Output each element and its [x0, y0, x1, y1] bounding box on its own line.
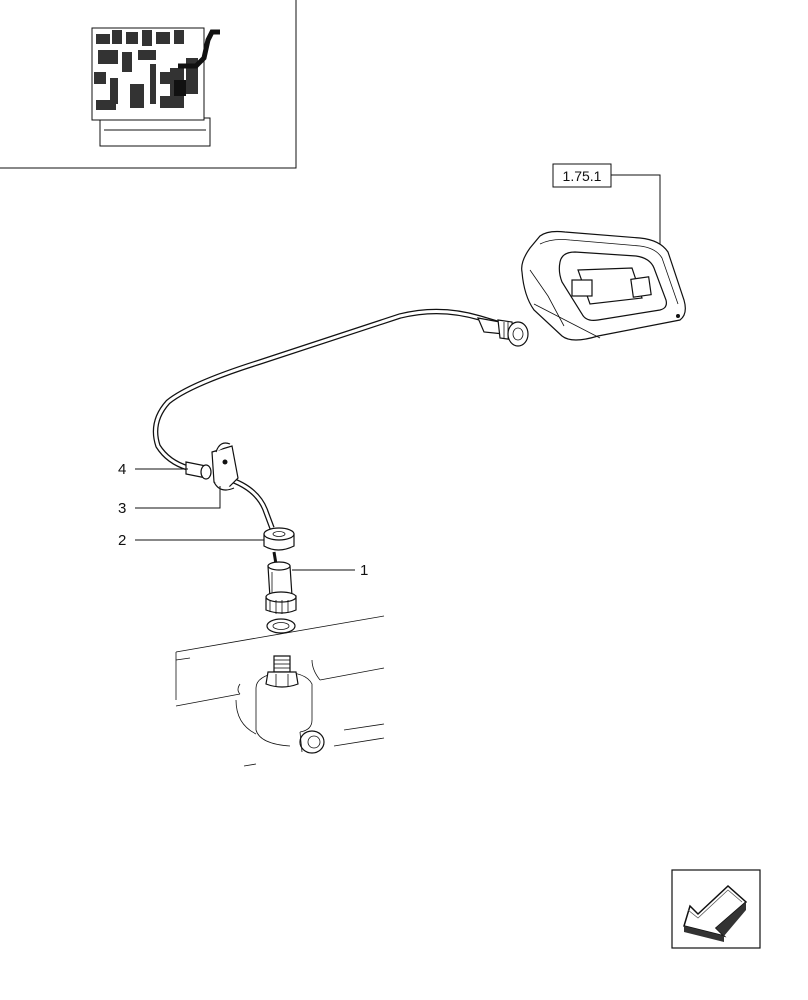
callout-1[interactable]: 1 — [360, 562, 368, 579]
reference-label: 1.75.1 — [563, 168, 602, 184]
part-2-grommet — [263, 527, 295, 551]
washer — [266, 618, 296, 634]
engine-thumbnail-icon — [0, 0, 297, 169]
reference-leader-line — [611, 174, 661, 262]
housing-casting — [175, 615, 385, 767]
part-4-cable-sleeve — [185, 461, 212, 480]
callout-2[interactable]: 2 — [118, 532, 126, 549]
cable-end-connector — [477, 317, 529, 347]
callout-4[interactable]: 4 — [118, 461, 126, 478]
instrument-housing — [521, 230, 686, 341]
back-arrow-icon[interactable] — [671, 869, 761, 949]
part-1-drive-adapter — [265, 561, 297, 614]
reference-label-box[interactable]: 1.75.1 — [552, 163, 612, 188]
part-3-clip — [211, 442, 239, 491]
drive-stud — [265, 655, 299, 688]
callout-3[interactable]: 3 — [118, 500, 126, 517]
callout-leaders — [135, 468, 355, 571]
